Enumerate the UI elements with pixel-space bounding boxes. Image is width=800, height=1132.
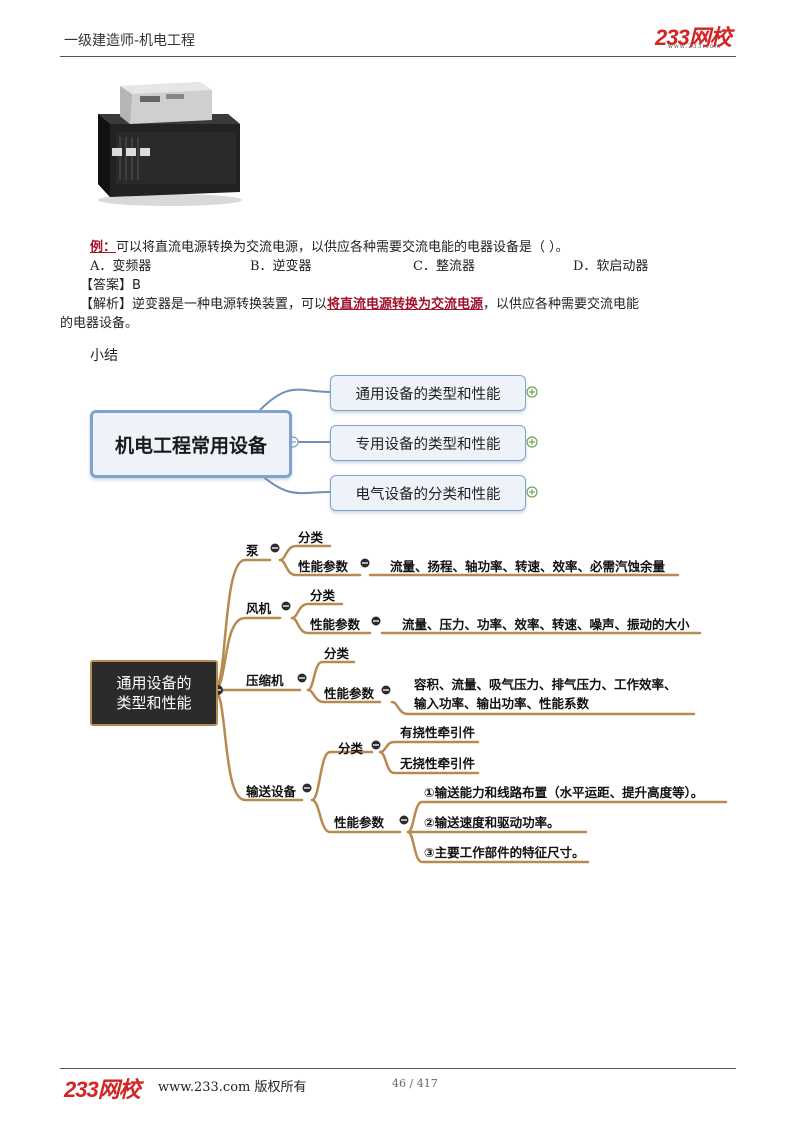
answer-text: 【答案】B — [80, 278, 141, 293]
mindmap1-branch-electrical: 电气设备的分类和性能 — [330, 475, 526, 511]
header-divider — [60, 56, 736, 57]
option-a: A．变频器 — [90, 259, 152, 274]
branch-electrical-label: 电气设备的分类和性能 — [355, 486, 501, 503]
option-c: C．整流器 — [413, 259, 475, 274]
branch-general-label: 通用设备的类型和性能 — [355, 386, 501, 403]
node-conveyor-params-item2: ②输送速度和驱动功率。 — [424, 815, 560, 830]
footer-divider — [60, 1068, 736, 1069]
mindmap1-branch-general: 通用设备的类型和性能 — [330, 375, 526, 411]
node-conveyor-classify-item2: 无挠性牵引件 — [400, 756, 476, 771]
example-label: 例： — [90, 240, 117, 255]
header-title: 一级建造师-机电工程 — [64, 33, 196, 49]
node-compressor-classify: 分类 — [324, 646, 350, 661]
node-fan-params: 性能参数 — [310, 617, 361, 632]
node-pump: 泵 — [246, 543, 259, 558]
summary-label: 小结 — [90, 348, 118, 364]
node-pump-params-value: 流量、扬程、轴功率、转速、效率、必需汽蚀余量 — [390, 559, 666, 574]
branch-special-label: 专用设备的类型和性能 — [355, 436, 501, 453]
node-conveyor-params-item1: ①输送能力和线路布置（水平运距、提升高度等）。 — [424, 785, 704, 800]
mindmap1-branch-special: 专用设备的类型和性能 — [330, 425, 526, 461]
header-logo-url: www.233.com — [668, 43, 722, 50]
analysis-prefix: 【解析】逆变器是一种电源转换装置，可以 — [80, 297, 328, 312]
question-text: 可以将直流电源转换为交流电源，以供应各种需要交流电能的电器设备是（ ）。 — [116, 240, 569, 255]
node-conveyor-classify-item1: 有挠性牵引件 — [400, 725, 476, 740]
node-conveyor: 输送设备 — [246, 784, 297, 799]
mindmap1-root-label: 机电工程常用设备 — [114, 434, 267, 457]
mindmap2-root: 通用设备的 类型和性能 — [90, 660, 218, 726]
analysis-highlight: 将直流电源转换为交流电源 — [327, 297, 484, 312]
node-pump-classify: 分类 — [298, 530, 324, 545]
node-compressor-params-line2: 输入功率、输出功率、性能系数 — [414, 696, 590, 711]
mindmap2-root-line2: 类型和性能 — [116, 694, 192, 712]
node-compressor-params-line1: 容积、流量、吸气压力、排气压力、工作效率、 — [414, 677, 677, 692]
example-question: 例：可以将直流电源转换为交流电源，以供应各种需要交流电能的电器设备是（ ）。 — [90, 238, 569, 257]
inverter-image — [98, 82, 242, 206]
mindmap2-connectors — [212, 543, 728, 864]
footer-logo: 233网校 — [64, 1077, 141, 1102]
node-fan-classify: 分类 — [310, 588, 336, 603]
analysis-line2: 的电器设备。 — [60, 316, 139, 331]
option-b: B．逆变器 — [250, 259, 312, 274]
node-pump-params: 性能参数 — [298, 559, 349, 574]
option-d: D．软启动器 — [573, 259, 649, 274]
node-compressor-params: 性能参数 — [324, 686, 375, 701]
node-conveyor-classify: 分类 — [338, 741, 364, 756]
header-logo: 233网校 — [655, 25, 732, 50]
node-fan-params-value: 流量、压力、功率、效率、转速、噪声、振动的大小 — [402, 617, 690, 632]
mindmap1-root: 机电工程常用设备 — [90, 410, 292, 478]
analysis-suffix: ，以供应各种需要交流电能 — [483, 297, 640, 312]
node-conveyor-params: 性能参数 — [334, 815, 385, 830]
node-conveyor-params-item3: ③主要工作部件的特征尺寸。 — [424, 845, 585, 860]
analysis-text: 【解析】逆变器是一种电源转换装置，可以将直流电源转换为交流电源，以供应各种需要交… — [80, 295, 639, 314]
mindmap2-root-line1: 通用设备的 — [116, 674, 192, 692]
node-fan: 风机 — [246, 601, 272, 616]
node-compressor: 压缩机 — [246, 673, 284, 688]
page-number: 46 / 417 — [392, 1077, 438, 1090]
footer-copyright: www.233.com 版权所有 — [158, 1080, 307, 1095]
